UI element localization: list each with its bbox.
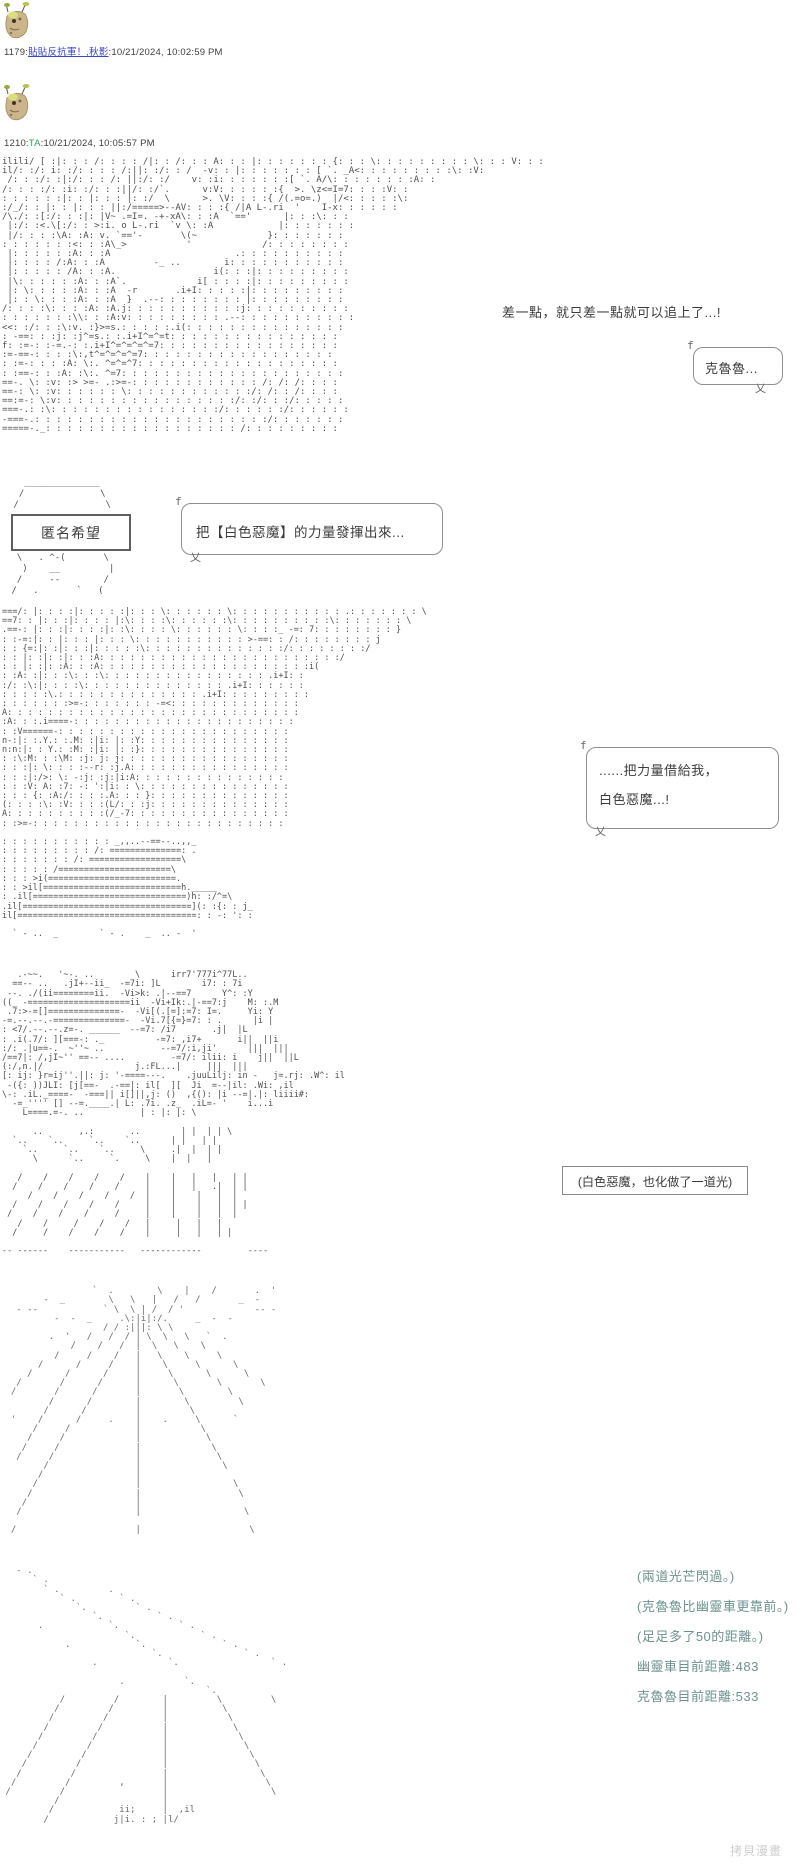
status-line: (足足多了50的距離。) — [637, 1629, 764, 1644]
ascii-art-character-face: ilili/ [ :|: : : /: : : : /|: : /: : : A… — [2, 157, 544, 434]
post-timestamp: 10/21/2024, 10:02:59 PM — [111, 47, 223, 58]
bubble-tail-glyph: 乂 — [755, 382, 766, 395]
caption-text: (白色惡魔，也化做了一道光) — [577, 1174, 733, 1189]
bubble-text: 克魯魯... — [705, 361, 758, 376]
post-header: 1210:TA:10/21/2024, 10:05:57 PM — [4, 138, 155, 149]
bubble-corner-glyph: f — [687, 339, 694, 352]
status-line: 克魯魯目前距離:533 — [637, 1689, 759, 1704]
post-author-link[interactable]: 貼貼反抗軍！,秋影 — [28, 47, 109, 58]
hamster-avatar-graphic — [4, 84, 30, 121]
bubble-corner-glyph: f — [580, 739, 587, 752]
header-separator: : — [108, 47, 112, 58]
post-header: 1179:貼貼反抗軍！,秋影:10/21/2024, 10:02:59 PM — [4, 44, 223, 58]
header-separator: : — [40, 138, 44, 149]
post-number: 1179: — [4, 47, 29, 58]
status-line: (兩道光芒閃過。) — [637, 1569, 735, 1584]
bubble-text-line1: ......把力量借給我， — [599, 763, 719, 778]
nameplate-box: 匿名希望 — [11, 514, 131, 551]
bubble-tail-glyph: 乂 — [595, 825, 606, 838]
status-line: (克魯魯比幽靈車更靠前。) — [637, 1599, 789, 1614]
ascii-art-light-rays-bottom: - . ` . ` . . ` . ` . `. ` . `. ` . . `.… — [5, 1566, 288, 1825]
bubble-corner-glyph: f — [175, 495, 182, 508]
speech-bubble-lend-power: f ......把力量借給我， 白色惡魔...! 乂 — [580, 739, 779, 838]
post-author-link[interactable]: TA — [28, 138, 41, 149]
site-watermark: 拷貝漫畫 — [730, 1844, 783, 1858]
ascii-art-light-rays: ` . \ | / . ' - _ \ \ | / / _ - - -- ` \… — [10, 1286, 277, 1536]
post-number: 1210: — [4, 138, 29, 149]
avatar-image[interactable] — [2, 2, 32, 40]
speech-bubble-kululu: f 克魯魯... 乂 — [687, 339, 783, 395]
ascii-art-character-body: ===/: |: : : :|: : : : :|: : : \: : : : … — [2, 607, 427, 940]
hamster-avatar-graphic — [4, 2, 30, 39]
status-line: 幽靈車目前距離:483 — [637, 1659, 759, 1674]
avatar-image[interactable] — [2, 84, 32, 122]
ascii-art-nameplate-figure: \ . ^-( \ ) __ | / -- / / . ` ( — [11, 553, 115, 596]
caption-box: (白色惡魔，也化做了一道光) — [562, 1166, 748, 1195]
ascii-art-nameplate-roof: ______________ / \ / \ — [13, 478, 111, 510]
dialogue-line: 差一點，就只差一點就可以追上了...! — [502, 305, 721, 320]
nameplate-text: 匿名希望 — [41, 524, 101, 541]
bubble-tail-glyph: 乂 — [190, 551, 201, 564]
ascii-art-racing-car: .-~~. '~-. .. \ irr7'777i^77L.. ==-- .. … — [2, 970, 345, 1257]
speech-bubble-power: f 把【白色惡魔】的力量發揮出來... 乂 — [175, 495, 443, 564]
status-lines: (兩道光芒閃過。) (克魯魯比幽靈車更靠前。) (足足多了50的距離。) 幽靈車… — [637, 1562, 789, 1712]
post-timestamp: 10/21/2024, 10:05:57 PM — [43, 138, 155, 149]
bubble-text: 把【白色惡魔】的力量發揮出來... — [196, 525, 405, 540]
bubble-text-line2: 白色惡魔...! — [599, 792, 670, 807]
